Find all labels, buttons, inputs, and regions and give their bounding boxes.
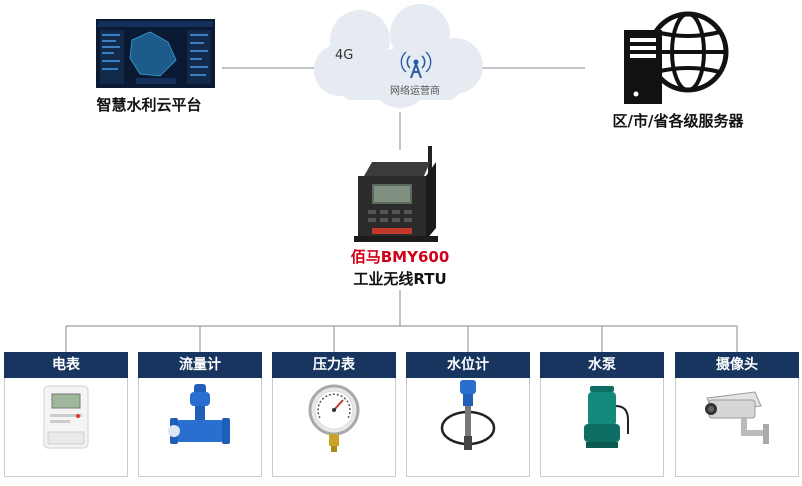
server-globe-icon — [624, 11, 729, 104]
sensor-card-title: 水位计 — [406, 352, 530, 378]
dashboard-screen-icon — [96, 19, 215, 88]
sensor-card-flowmeter: 流量计 — [138, 352, 262, 477]
network-label: 4G — [335, 48, 354, 63]
device-brand: 佰马BMY600 — [350, 248, 450, 266]
rtu-device-icon — [354, 146, 438, 242]
platform-label: 智慧水利云平台 — [96, 96, 202, 114]
antenna-tower-icon — [400, 51, 432, 79]
sensor-card-title: 电表 — [4, 352, 128, 378]
server-label: 区/市/省各级服务器 — [612, 112, 744, 130]
sensor-card-title: 摄像头 — [675, 352, 799, 378]
sensor-card-meter: 电表 — [4, 352, 128, 477]
sensor-card-title: 压力表 — [272, 352, 396, 378]
device-subtitle: 工业无线RTU — [353, 270, 447, 288]
operator-label: 网络运营商 — [390, 86, 440, 97]
sensor-card-camera: 摄像头 — [675, 352, 799, 477]
sensor-card-title: 流量计 — [138, 352, 262, 378]
sensor-card-pump: 水泵 — [540, 352, 664, 477]
sensor-card-waterlevel: 水位计 — [406, 352, 530, 477]
sensor-card-title: 水泵 — [540, 352, 664, 378]
sensor-card-pressure: 压力表 — [272, 352, 396, 477]
